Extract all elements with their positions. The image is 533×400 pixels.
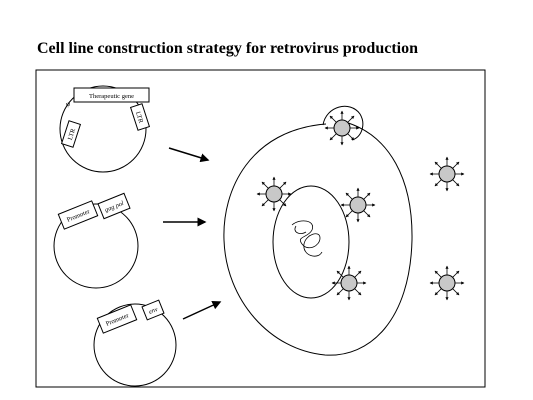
therapeutic-gene-label: Therapeutic gene — [89, 93, 134, 100]
virion-spike — [452, 270, 460, 278]
virion-spike — [452, 288, 460, 296]
virion-spike — [329, 115, 337, 123]
plasmid-3: Promoter env — [93, 299, 177, 387]
virion-spike — [347, 133, 355, 141]
cell-membrane — [223, 121, 413, 356]
virion-spike — [363, 210, 371, 218]
ltr-left-label: LTR — [67, 127, 77, 141]
plasmid-3-ring — [93, 303, 177, 387]
virion-group — [256, 110, 465, 301]
virion-spike — [434, 179, 442, 187]
virion-cell-4 — [331, 265, 367, 301]
virion-core — [265, 185, 283, 203]
virion-spike — [347, 115, 355, 123]
plasmid-2: Promoter gag pol — [53, 192, 139, 289]
virion-released-5 — [429, 156, 465, 192]
frame-border — [35, 69, 486, 388]
virion-core — [333, 119, 351, 137]
virion-spike — [434, 161, 442, 169]
virion-core — [438, 274, 456, 292]
env-label: env — [148, 306, 159, 316]
therapeutic-gene-box — [73, 87, 150, 103]
virion-spike — [345, 192, 353, 200]
virion-cell-3 — [340, 187, 376, 223]
virion-spike — [434, 270, 442, 278]
virion-spike — [279, 199, 287, 207]
budding-membrane — [322, 105, 364, 141]
virion-spike — [279, 181, 287, 189]
virion-spike — [452, 179, 460, 187]
virion-spike — [345, 210, 353, 218]
plasmid-1: Therapeutic gene ψ LTR LTR — [59, 85, 151, 173]
arrow-3 — [182, 301, 222, 320]
virion-spike — [329, 133, 337, 141]
virion-spike — [363, 192, 371, 200]
virion-spike — [261, 181, 269, 189]
virion-core — [438, 165, 456, 183]
plasmid-2-ring — [53, 203, 139, 289]
plasmid-1-ring — [59, 85, 147, 173]
arrow-1 — [168, 147, 210, 163]
virion-spike — [452, 161, 460, 169]
integrated-dna — [291, 220, 323, 257]
ltr-right-box — [129, 103, 151, 131]
promoter-box-3 — [96, 304, 138, 334]
virion-spike — [336, 270, 344, 278]
env-box — [141, 299, 165, 321]
virion-cell-2 — [256, 176, 292, 212]
gag-pol-box — [97, 192, 131, 220]
promoter-box-2 — [57, 200, 99, 230]
ltr-left-box — [60, 120, 82, 148]
virion-spike — [336, 288, 344, 296]
diagram-title: Cell line construction strategy for retr… — [37, 40, 418, 57]
nucleus — [272, 185, 350, 299]
ltr-right-label: LTR — [134, 111, 144, 125]
virion-budding-1 — [324, 110, 360, 146]
virion-spike — [354, 288, 362, 296]
virion-spike — [354, 270, 362, 278]
virion-core — [349, 196, 367, 214]
virion-core — [340, 274, 358, 292]
psi-label: ψ — [66, 101, 70, 108]
virion-spike — [261, 199, 269, 207]
virion-released-6 — [429, 265, 465, 301]
virion-spike — [434, 288, 442, 296]
